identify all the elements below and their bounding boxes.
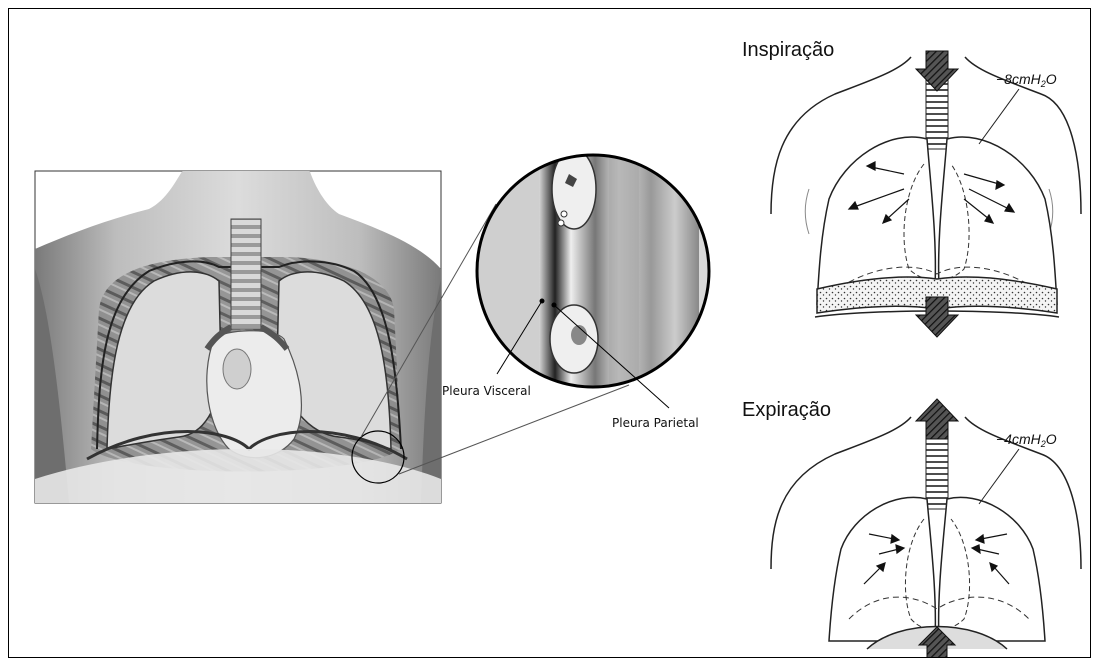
expiration-pressure-main: −4cmH (996, 431, 1042, 447)
inspiration-diagram: Inspiração −8cmH2O (742, 39, 1081, 337)
inspiration-pressure-end: O (1046, 71, 1057, 87)
diagram-canvas: Pleura Visceral Pleura Parietal Inspiraç… (9, 9, 1091, 658)
arrow-up-icon (916, 399, 958, 439)
anatomy-illustration (35, 169, 441, 503)
inspiration-pressure-main: −8cmH (996, 71, 1042, 87)
diagram-frame: Pleura Visceral Pleura Parietal Inspiraç… (8, 8, 1091, 658)
inspiration-pressure: −8cmH2O (996, 71, 1057, 89)
inspiration-title: Inspiração (742, 39, 834, 61)
label-pleura-visceral: Pleura Visceral (442, 384, 531, 398)
expiration-pressure: −4cmH2O (996, 431, 1057, 449)
label-pleura-parietal: Pleura Parietal (612, 416, 699, 430)
expiration-pressure-end: O (1046, 431, 1057, 447)
zoom-lens (471, 149, 715, 408)
expiration-diagram: Expiração −4cmH2O (742, 399, 1081, 658)
expiration-title: Expiração (742, 399, 831, 421)
arrow-down-icon (916, 51, 958, 91)
